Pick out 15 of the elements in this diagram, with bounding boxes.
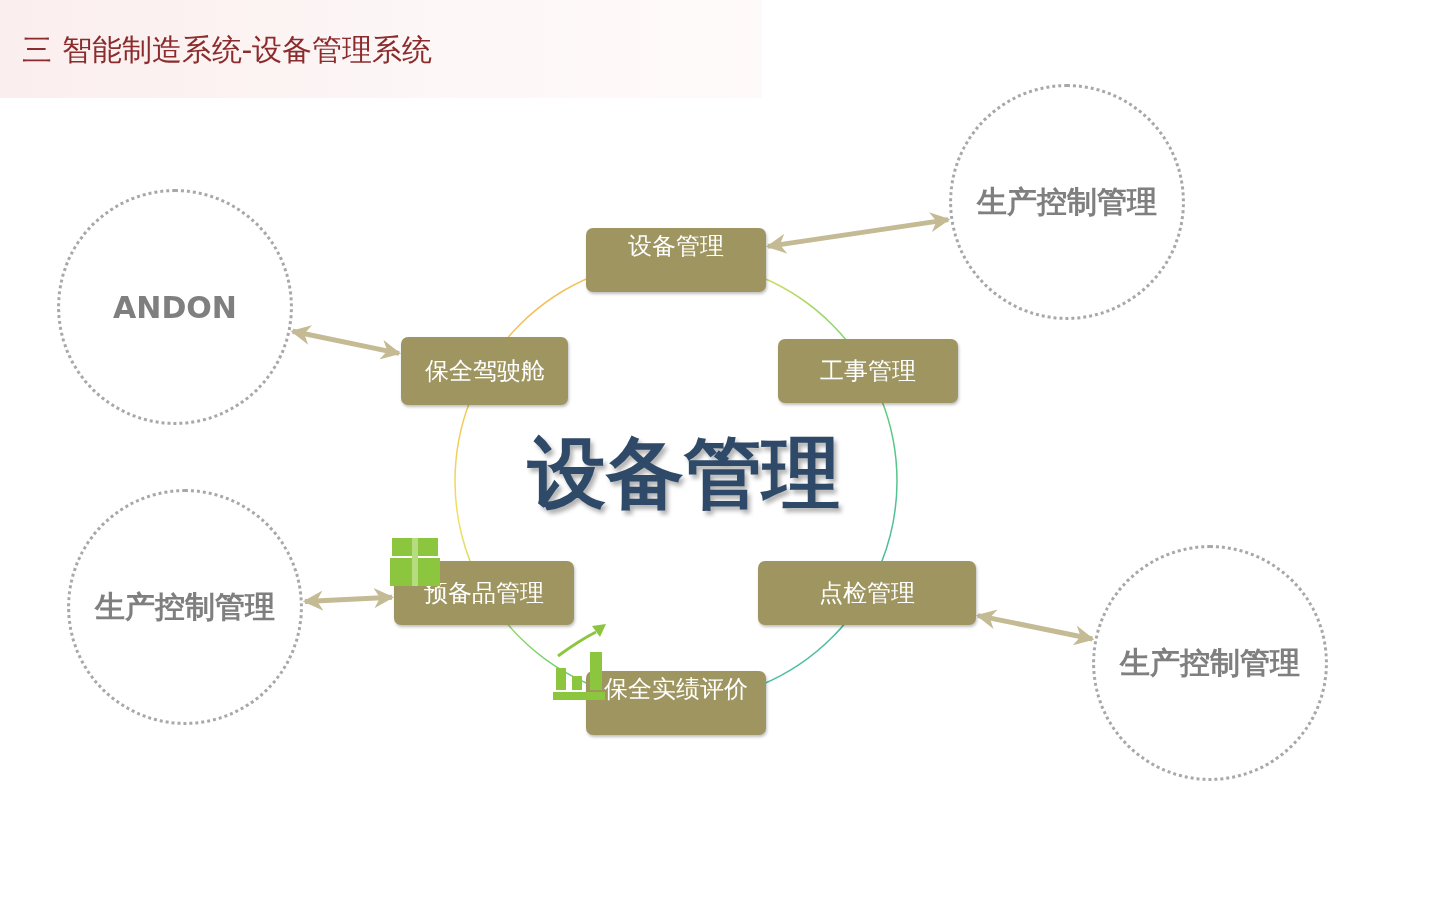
title-banner: 三 智能制造系统-设备管理系统 — [0, 0, 762, 98]
dotted-circle: 生产控制管理 — [67, 489, 303, 725]
process-box: 保全驾驶舱 — [401, 337, 568, 405]
process-box: 工事管理 — [778, 339, 958, 403]
center-heading: 设备管理 — [528, 427, 840, 520]
process-box: 保全实绩评价 — [586, 671, 766, 735]
process-box: 点检管理 — [758, 561, 976, 625]
dotted-circle: 生产控制管理 — [949, 84, 1185, 320]
process-box: 设备管理 — [586, 228, 766, 292]
double-arrow — [302, 588, 394, 611]
double-arrow — [290, 325, 401, 360]
dotted-circle: ANDON — [57, 189, 293, 425]
dotted-circle: 生产控制管理 — [1092, 545, 1328, 781]
double-arrow — [766, 212, 951, 254]
double-arrow — [976, 609, 1095, 646]
